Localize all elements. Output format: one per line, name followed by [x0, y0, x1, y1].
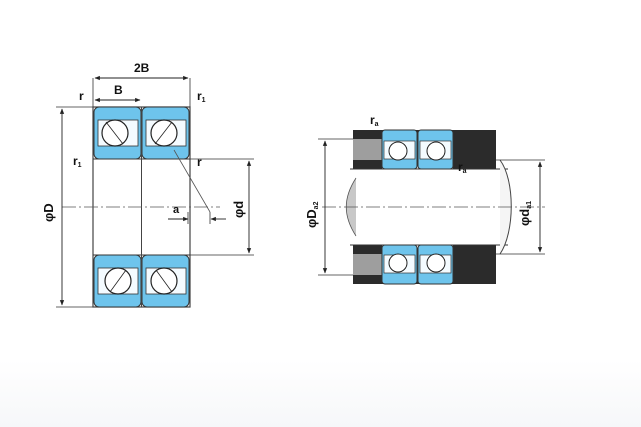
right-top-rings	[381, 129, 454, 170]
right-mounting-view	[318, 129, 545, 285]
r-label-right: r	[197, 155, 202, 169]
ball	[388, 253, 408, 273]
dim-Da2-label: φDa2	[304, 201, 320, 228]
r-label-top-left: r	[79, 89, 84, 103]
left-bottom-rings	[93, 254, 190, 308]
left-top-rings	[93, 106, 190, 160]
dim-a-label: a	[173, 204, 180, 216]
right-bottom-rings	[381, 244, 454, 285]
dim-B-label: B	[114, 83, 123, 97]
ball	[426, 141, 446, 161]
ball	[388, 141, 408, 161]
ra-label-top: ra	[370, 113, 379, 128]
dim-D-label: φD	[41, 203, 56, 222]
ball	[426, 253, 446, 273]
left-bearing-view	[56, 75, 254, 308]
dim-da1-label: φda1	[517, 200, 533, 226]
r1-label-left: r1	[73, 154, 82, 169]
dim-2B-label: 2B	[134, 61, 150, 75]
ra-label-right: ra	[458, 160, 467, 175]
dim-d-label: φd	[231, 200, 246, 218]
r1-label-top-right: r1	[197, 89, 206, 104]
bottom-fade	[0, 360, 641, 427]
